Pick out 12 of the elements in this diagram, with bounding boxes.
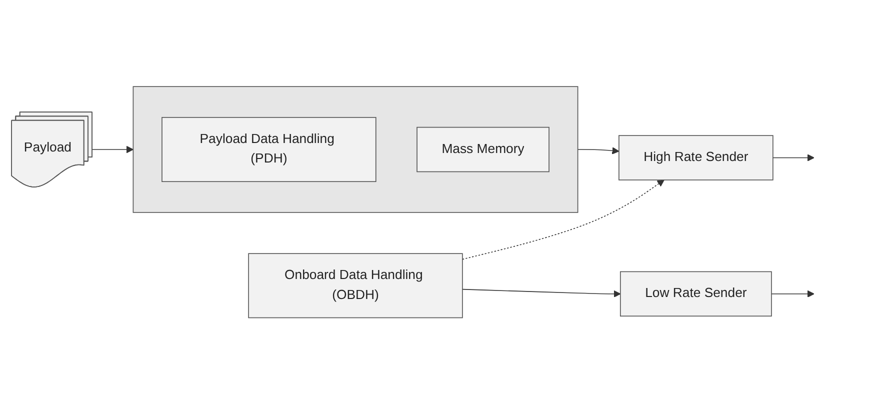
arrow [771,290,814,298]
node-box: Low Rate Sender [620,271,772,316]
node-box: Payload Data Handling (PDH) [162,116,376,182]
arrow [462,179,664,260]
arrow [577,146,620,154]
arrow [92,146,134,153]
cluster [132,86,578,213]
node-box: Mass Memory [416,126,550,172]
node-box: Onboard Data Handling (OBDH) [248,253,463,318]
node-box: High Rate Sender [618,134,774,180]
arrow [462,288,621,298]
arrow [772,154,814,162]
